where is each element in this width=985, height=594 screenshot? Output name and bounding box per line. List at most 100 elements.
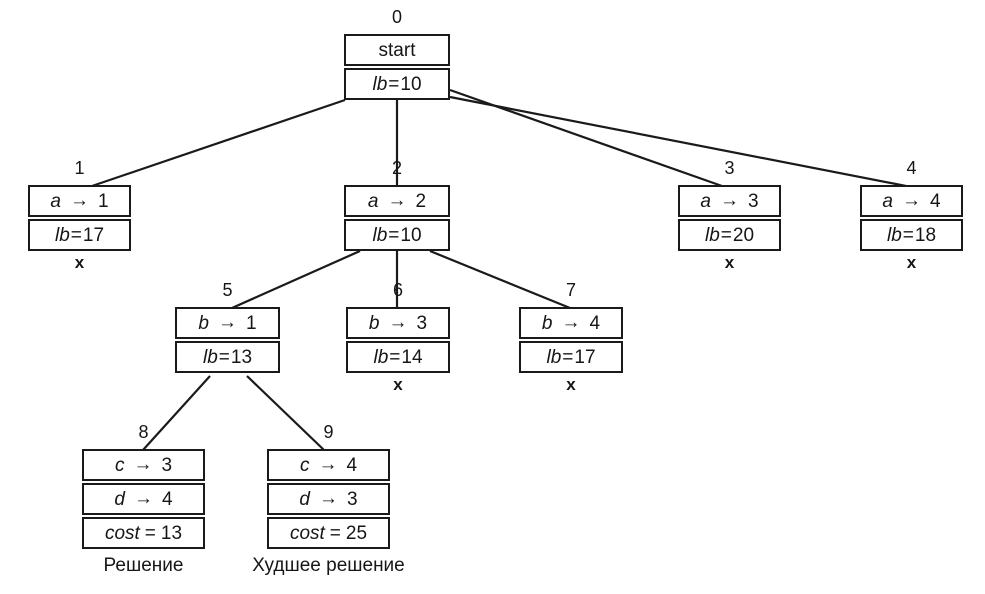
lb-var: lb: [886, 224, 902, 246]
lb-value: 13: [230, 346, 253, 368]
node-id-label: 5: [222, 280, 233, 300]
arrow-icon: →: [388, 311, 408, 333]
assign-value: 2: [415, 190, 427, 212]
lb-var: lb: [54, 224, 70, 246]
cost-value: 13: [160, 522, 183, 544]
tree-node-7: 7 b→4 lb=17 x: [519, 280, 623, 394]
node-id-label: 1: [74, 158, 85, 178]
node-id-label: 3: [724, 158, 735, 178]
lb-value: 17: [82, 224, 105, 246]
arrow-icon: →: [319, 487, 338, 509]
arrow-icon: →: [902, 189, 921, 211]
assign-var: d: [114, 488, 125, 510]
cost-var: cost: [289, 522, 325, 544]
node-row-lb: lb=13: [175, 341, 280, 373]
tree-node-2: 2 a→2 lb=10: [344, 158, 450, 251]
node-id-label: 4: [906, 158, 917, 178]
worst-solution-caption: Худшее решение: [252, 555, 405, 576]
assign-value: 4: [589, 312, 601, 334]
assign-value: 4: [930, 190, 941, 212]
equals-sign: =: [902, 224, 914, 246]
tree-node-3: 3 a→3 lb=20 x: [678, 158, 781, 272]
node-row-cost: cost=25: [267, 517, 390, 549]
equals-sign: =: [144, 522, 156, 544]
lb-value: 20: [732, 224, 755, 246]
arrow-icon: →: [134, 487, 153, 509]
node-row-assignment: c→3: [82, 449, 205, 481]
assign-var: a: [700, 190, 711, 212]
arrow-icon: →: [318, 453, 338, 475]
tree-node-4: 4 a→4 lb=18 x: [860, 158, 963, 272]
arrow-icon: →: [720, 189, 739, 211]
node-row-assignment: a→1: [28, 185, 131, 217]
node-row-assignment: b → 3: [346, 307, 450, 339]
assign-var: c: [299, 454, 310, 476]
equals-sign: =: [388, 224, 400, 246]
arrow-icon: →: [133, 453, 153, 475]
node-row-assignment: a→3: [678, 185, 781, 217]
equals-sign: =: [562, 346, 574, 368]
node-row-lb: lb=10: [344, 68, 450, 100]
assign-value: 1: [246, 312, 257, 334]
node-id-label: 6: [392, 280, 403, 300]
assign-value: 3: [416, 312, 428, 334]
node-row-assignment: c → 4: [267, 449, 390, 481]
edge-5-9: [246, 375, 325, 451]
cost-var: cost: [104, 522, 140, 544]
lb-value: 17: [574, 346, 596, 368]
equals-sign: =: [218, 346, 230, 368]
edge-5-8: [142, 375, 211, 451]
edge-0-1: [91, 98, 346, 188]
arrow-icon: →: [70, 189, 89, 211]
lb-var: lb: [372, 73, 388, 95]
arrow-icon: →: [218, 311, 237, 333]
equals-sign: =: [389, 346, 401, 368]
assign-value: 4: [162, 488, 173, 510]
equals-sign: =: [329, 522, 341, 544]
arrow-icon: →: [561, 311, 581, 333]
lb-value: 10: [400, 224, 422, 246]
node-row-cost: cost=13: [82, 517, 205, 549]
equals-sign: =: [70, 224, 82, 246]
node-id-label: 7: [565, 280, 576, 300]
tree-node-5: 5 b → 1 lb=13: [175, 280, 280, 373]
assign-value: 3: [347, 488, 358, 510]
node-id-label: 0: [391, 7, 402, 27]
node-row-lb: lb=18: [860, 219, 963, 251]
lb-var: lb: [373, 346, 389, 368]
assign-value: 3: [161, 454, 173, 476]
start-text: start: [378, 39, 416, 61]
assign-var: b: [368, 312, 380, 334]
lb-value: 10: [400, 73, 422, 95]
edge-0-4: [449, 95, 907, 188]
pruned-marker: x: [566, 375, 576, 394]
node-row-assignment: a→2: [344, 185, 450, 217]
tree-node-8: 8 c→3 d→4 cost=13 Решение: [82, 422, 205, 576]
tree-node-6: 6 b → 3 lb=14 x: [346, 280, 450, 394]
node-id-label: 9: [323, 422, 334, 442]
edge-2-7: [429, 249, 571, 310]
node-row-assignment: d → 4: [82, 483, 205, 515]
node-row-lb: lb=20: [678, 219, 781, 251]
solution-caption: Решение: [103, 555, 184, 576]
assign-var: b: [198, 312, 209, 334]
assign-value: 4: [346, 454, 358, 476]
pruned-marker: x: [393, 375, 403, 394]
pruned-marker: x: [906, 253, 917, 272]
tree-node-1: 1 a→1 lb=17 x: [28, 158, 131, 272]
tree-node-9: 9 c→4 d→3 cost=25 Худшее решение: [252, 422, 404, 576]
assign-var: a: [367, 190, 379, 212]
node-row-lb: lb=10: [344, 219, 450, 251]
lb-var: lb: [546, 346, 562, 368]
assign-var: a: [50, 190, 61, 212]
node-row-start: start: [344, 34, 450, 66]
node-row-lb: lb=14: [346, 341, 450, 373]
tree-node-0: 0 start lb=10: [344, 7, 450, 100]
node-row-assignment: a→4: [860, 185, 963, 217]
node-row-lb: lb=17: [519, 341, 623, 373]
node-id-label: 2: [391, 158, 402, 178]
node-id-label: 8: [138, 422, 149, 442]
node-row-assignment: d→3: [267, 483, 390, 515]
